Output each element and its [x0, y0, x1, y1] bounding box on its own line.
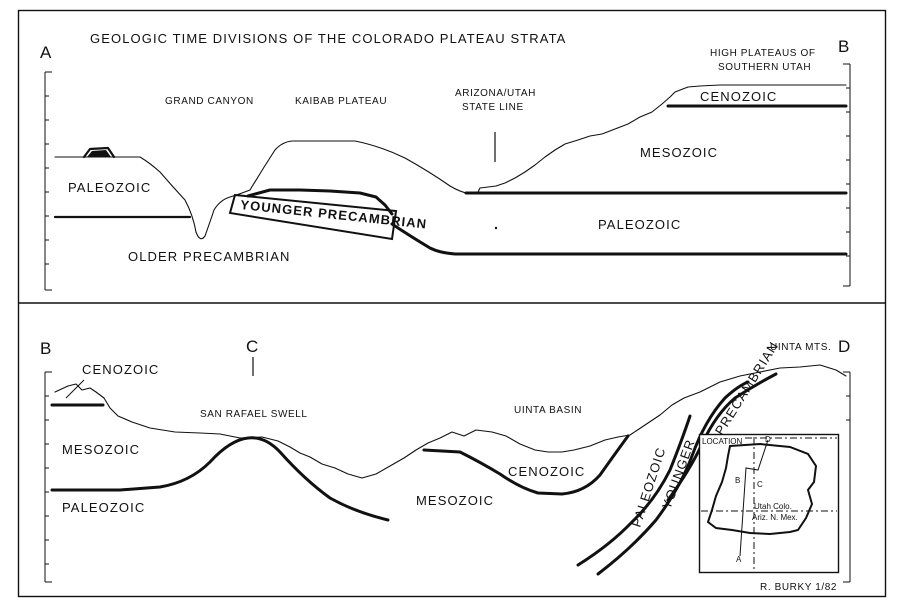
location-point-a: A: [736, 555, 742, 564]
paleozoic-band-label: PALEOZOIC: [629, 445, 669, 529]
location-title: LOCATION: [702, 437, 743, 446]
location-states-2: Ariz. N. Mex.: [752, 513, 798, 522]
mesozoic-center-label: MESOZOIC: [416, 493, 494, 508]
precambrian-band-label: PRECAMBRIAN: [712, 339, 782, 438]
mesozoic-left-label: MESOZOIC: [62, 442, 140, 457]
paleozoic-left-label-bottom: PALEOZOIC: [62, 500, 145, 515]
cenozoic-basin-label: CENOZOIC: [508, 464, 585, 479]
point-c-label: C: [246, 337, 258, 356]
cenozoic-pointer: [65, 379, 85, 399]
paleozoic-band-outer: [576, 414, 692, 567]
point-d-label: D: [838, 337, 850, 356]
author-credit: R. BURKY 1/82: [760, 582, 837, 593]
high-plateaus-label-1: HIGH PLATEAUS OF: [710, 48, 816, 59]
paleozoic-left-label: PALEOZOIC: [68, 180, 151, 195]
cenozoic-top-label: CENOZOIC: [700, 89, 777, 104]
location-inset: LOCATION A B C D Utah Colo. Ariz. N. Mex…: [698, 433, 840, 574]
figure-title: GEOLOGIC TIME DIVISIONS OF THE COLORADO …: [90, 31, 566, 46]
paleozoic-younger-divide: [596, 380, 750, 576]
transect-line: [739, 439, 769, 557]
kaibab-plateau-label: KAIBAB PLATEAU: [295, 96, 387, 107]
plateau-outline: [706, 442, 818, 536]
uinta-basin-boundary: [422, 434, 630, 496]
older-precambrian-label: OLDER PRECAMBRIAN: [128, 249, 290, 264]
location-point-b: B: [735, 476, 740, 485]
point-b-label-bottom: B: [40, 339, 51, 358]
right-scale-bottom: [843, 371, 851, 583]
uinta-basin-label: UINTA BASIN: [514, 405, 582, 416]
bottom-land-surface: [54, 364, 847, 479]
small-mesa-fill: [87, 150, 111, 157]
younger-precambrian-divide: [666, 372, 778, 502]
left-scale-bottom: [44, 371, 52, 583]
cenozoic-left-label: CENOZOIC: [82, 362, 159, 377]
paleozoic-right-label: PALEOZOIC: [598, 217, 681, 232]
state-line-label-2: STATE LINE: [462, 102, 524, 113]
san-rafael-swell-label: SAN RAFAEL SWELL: [200, 409, 308, 420]
location-states-1: Utah Colo.: [754, 502, 792, 511]
point-b-label-top: B: [838, 37, 849, 56]
top-right-lower-boundary: [390, 222, 848, 256]
point-a-label: A: [40, 43, 52, 62]
location-point-d: D: [765, 435, 771, 444]
mesozoic-top-label: MESOZOIC: [640, 145, 718, 160]
bottom-swell-boundary: [50, 436, 390, 522]
location-point-c: C: [757, 480, 763, 489]
dot-mark: [494, 226, 498, 230]
small-mesa: [82, 146, 116, 159]
top-land-surface: [54, 84, 847, 240]
left-scale-top: [44, 71, 52, 291]
state-line-label-1: ARIZONA/UTAH: [455, 88, 536, 99]
right-scale-top: [843, 63, 851, 287]
precambrian-block-top: [246, 188, 394, 216]
grand-canyon-label: GRAND CANYON: [165, 96, 254, 107]
younger-precambrian-block: [228, 193, 398, 241]
uinta-mts-label: UINTA MTS.: [770, 342, 831, 353]
high-plateaus-label-2: SOUTHERN UTAH: [718, 62, 811, 73]
